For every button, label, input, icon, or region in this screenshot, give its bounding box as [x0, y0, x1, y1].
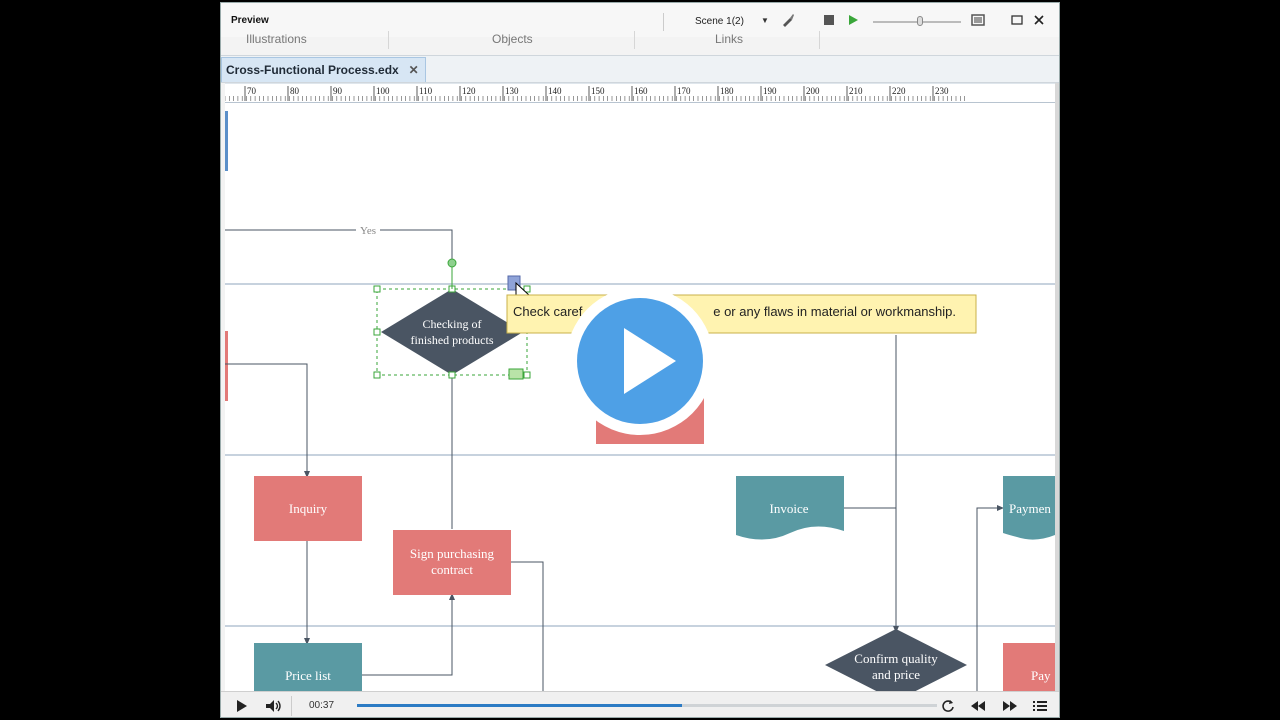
tab-cross-functional-process[interactable]: Cross-Functional Process.edx ✕ [221, 57, 426, 82]
decision-checking-finished-products[interactable]: Checking of finished products [381, 289, 523, 375]
connector-to-payment [976, 505, 1004, 699]
ribbon-divider [819, 31, 820, 49]
ruler-tick-label: 180 [720, 86, 734, 96]
ribbon-divider [634, 31, 635, 49]
note-handle-icon[interactable] [508, 368, 524, 380]
invoice-label: Invoice [770, 501, 809, 516]
selection-handle[interactable] [373, 328, 381, 336]
play-green-icon[interactable] [847, 12, 859, 28]
confirm-label-line2: and price [872, 667, 920, 682]
ruler-tick-label: 230 [935, 86, 949, 96]
progress-bar[interactable] [357, 704, 937, 707]
tab-label: Cross-Functional Process.edx [226, 63, 399, 77]
ruler-tick-label: 170 [677, 86, 691, 96]
play-icon[interactable] [233, 697, 251, 715]
ruler-tick-label: 110 [419, 86, 433, 96]
rotate-handle[interactable] [447, 258, 457, 268]
toolbar-divider [663, 13, 664, 31]
decision-label-line2: finished products [411, 333, 494, 347]
connector-to-inquiry [225, 363, 310, 478]
connector-pricelist-to-sign [361, 593, 455, 676]
ribbon-label-objects: Objects [492, 32, 533, 46]
selection-handle[interactable] [373, 371, 381, 379]
ruler-tick-label: 70 [247, 86, 257, 96]
vertical-scrollbar[interactable] [1055, 83, 1059, 699]
ribbon-group-labels: Illustrations Objects Links [221, 31, 1059, 49]
left-edge-accent-red [225, 331, 228, 401]
stop-icon[interactable] [823, 12, 835, 28]
ruler-tick-label: 100 [376, 86, 390, 96]
ribbon-label-links: Links [715, 32, 744, 46]
selection-handle[interactable] [448, 371, 456, 379]
ribbon-label-illustrations: Illustrations [246, 32, 307, 46]
title-bar: Preview Scene 1(2) ▼ [221, 3, 1059, 37]
player-controls: 00:37 [221, 691, 1059, 717]
selection-handle[interactable] [523, 285, 531, 293]
fast-forward-icon[interactable] [1001, 697, 1019, 715]
process-payment-partial[interactable]: Pay [1003, 643, 1055, 699]
brush-icon[interactable] [781, 12, 795, 28]
pay-label: Pay [1031, 668, 1051, 683]
payment-label: Paymen [1009, 501, 1051, 516]
ruler-tick-label: 160 [634, 86, 648, 96]
preview-window: Preview Scene 1(2) ▼ Illustrations Objec… [220, 2, 1060, 718]
maximize-icon[interactable] [1011, 12, 1023, 28]
ruler-tick-label: 80 [290, 86, 300, 96]
ruler-tick-label: 190 [763, 86, 777, 96]
left-edge-accent [225, 111, 228, 171]
tooltip-text-right: e or any flaws in material or workmanshi… [713, 304, 956, 319]
scene-selector[interactable]: Scene 1(2) [695, 16, 744, 27]
yes-label-bg [356, 224, 380, 237]
progress-fill [357, 704, 682, 707]
rewind-icon[interactable] [969, 697, 987, 715]
zoom-slider-knob[interactable] [917, 16, 923, 26]
control-divider [291, 696, 292, 716]
document-price-list[interactable]: Price list [254, 643, 362, 699]
tab-close-icon[interactable]: ✕ [408, 63, 419, 77]
ruler-tick-label: 150 [591, 86, 605, 96]
ruler-tick-label: 220 [892, 86, 906, 96]
selection-handle[interactable] [523, 371, 531, 379]
ruler-tick-label: 120 [462, 86, 476, 96]
decision-label-line1: Checking of [423, 317, 482, 331]
document-payment[interactable]: Paymen [1003, 476, 1055, 540]
fit-screen-icon[interactable] [971, 12, 985, 28]
horizontal-ruler: 70 80 90 100 110 120 130 140 150 160 170 180 190 200 2… [224, 83, 1055, 103]
connector-sign-down [511, 561, 544, 699]
process-sign-purchasing-contract[interactable]: Sign purchasing contract [393, 530, 511, 595]
connector-yes [225, 229, 453, 289]
menu-list-icon[interactable] [1031, 697, 1049, 715]
process-inquiry[interactable]: Inquiry [254, 476, 362, 541]
yes-label: Yes [360, 225, 376, 237]
price-list-label: Price list [285, 668, 331, 683]
inquiry-label: Inquiry [289, 501, 328, 516]
ribbon-divider [388, 31, 389, 49]
window-title: Preview [231, 15, 269, 26]
selection-handle[interactable] [373, 285, 381, 293]
tooltip-text-left: Check caref [513, 304, 583, 319]
big-play-button[interactable] [566, 287, 714, 435]
sign-label-line2: contract [431, 562, 473, 577]
ruler-tick-label: 140 [548, 86, 562, 96]
big-play-icon [624, 328, 676, 394]
big-play-circle [577, 298, 703, 424]
scene-dropdown-icon[interactable]: ▼ [761, 15, 769, 25]
document-invoice[interactable]: Invoice [736, 476, 844, 540]
volume-icon[interactable] [265, 697, 283, 715]
decision-confirm-quality-price[interactable]: Confirm quality and price [825, 629, 967, 699]
ruler-tick-label: 90 [333, 86, 343, 96]
close-icon[interactable] [1033, 12, 1045, 28]
document-tab-strip: Cross-Functional Process.edx ✕ [221, 55, 1059, 83]
playback-time: 00:37 [309, 700, 335, 711]
confirm-label-line1: Confirm quality [854, 651, 938, 666]
sign-label-line1: Sign purchasing [410, 546, 495, 561]
ruler-tick-label: 200 [806, 86, 820, 96]
drawing-canvas[interactable]: Yes Checking of finished products [225, 103, 1055, 699]
replay-icon[interactable] [939, 697, 957, 715]
ruler-svg: 70 80 90 100 110 120 130 140 150 160 170 180 190 200 2… [224, 86, 965, 101]
ruler-tick-label: 130 [505, 86, 519, 96]
ruler-tick-label: 210 [849, 86, 863, 96]
